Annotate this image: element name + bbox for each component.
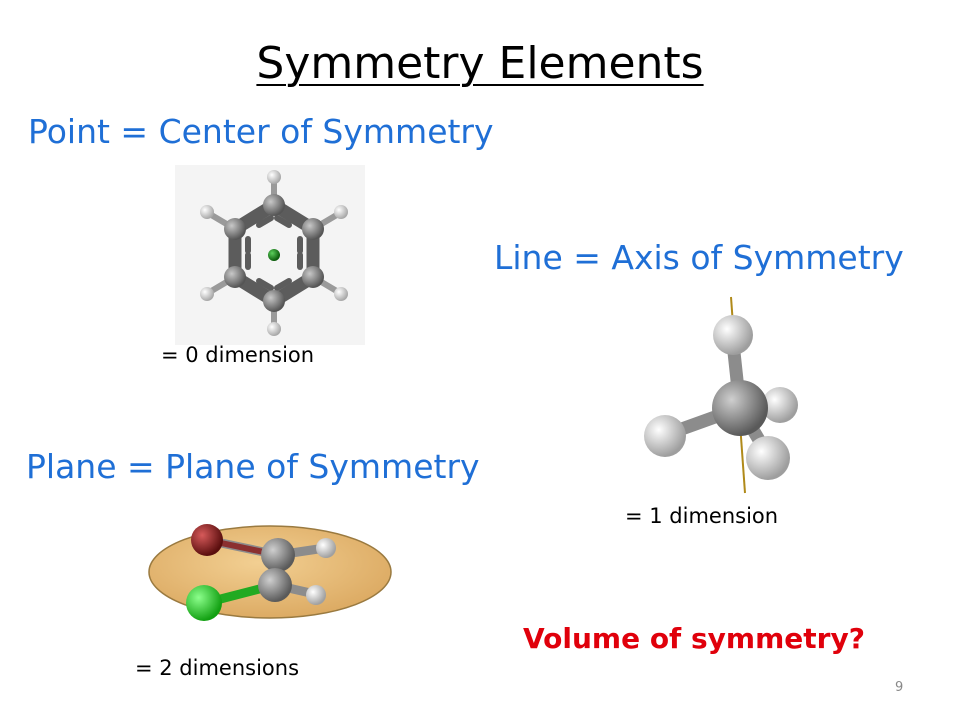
slide-title: Symmetry Elements [256, 38, 704, 89]
page-number: 9 [895, 680, 904, 695]
plane-heading: Plane = Plane of Symmetry [26, 447, 480, 486]
point-heading: Point = Center of Symmetry [28, 112, 494, 151]
line-heading: Line = Axis of Symmetry [494, 238, 904, 277]
haloethylene-molecule [148, 524, 392, 621]
center-point-icon [268, 249, 280, 261]
line-dimension: = 1 dimension [625, 504, 779, 528]
plane-dimension: = 2 dimensions [135, 656, 300, 680]
point-dimension: = 0 dimension [161, 343, 315, 367]
methane-molecule [644, 296, 798, 494]
benzene-molecule [175, 165, 365, 345]
volume-question: Volume of symmetry? [523, 622, 865, 655]
